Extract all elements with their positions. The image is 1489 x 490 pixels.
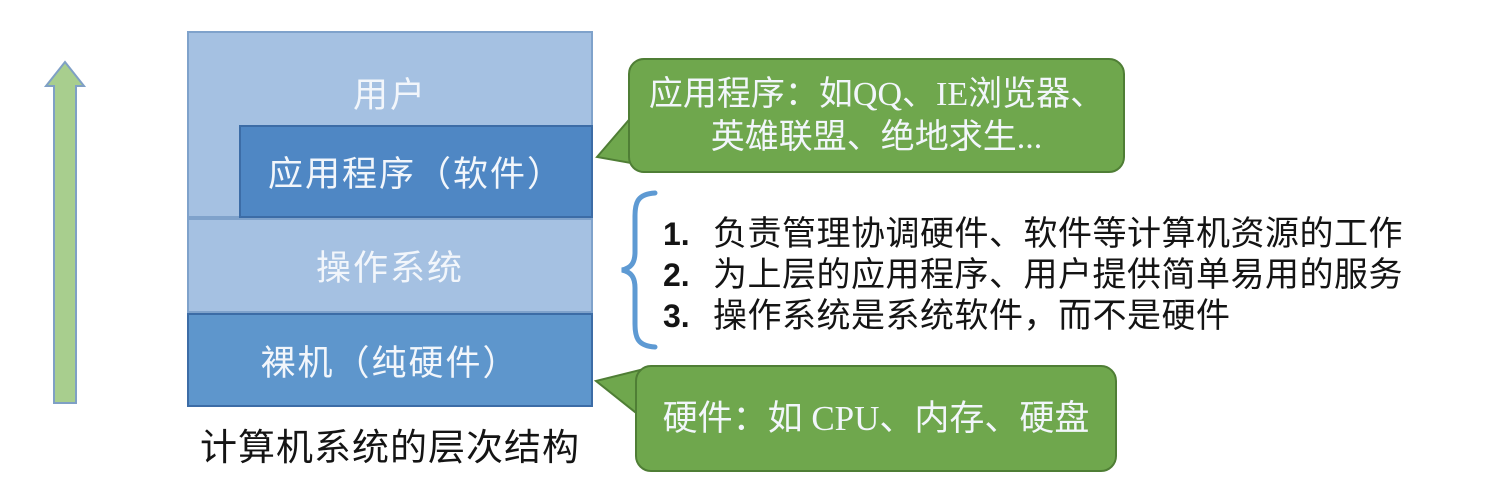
note-text: 为上层的应用程序、用户提供简单易用的服务 [713, 257, 1403, 294]
note-item: 1. 负责管理协调硬件、软件等计算机资源的工作 [663, 206, 1463, 253]
note-number: 1. [663, 216, 690, 252]
callout-hardware-text: 硬件：如 CPU、内存、硬盘 [662, 398, 1090, 438]
note-text: 负责管理协调硬件、软件等计算机资源的工作 [713, 216, 1403, 253]
stack-caption: 计算机系统的层次结构 [200, 428, 580, 469]
brace-icon [621, 190, 658, 350]
os-notes-list: 1. 负责管理协调硬件、软件等计算机资源的工作 2. 为上层的应用程序、用户提供… [663, 206, 1463, 335]
layer-operating-system-label: 操作系统 [315, 249, 464, 288]
note-item: 2. 为上层的应用程序、用户提供简单易用的服务 [663, 247, 1463, 294]
layer-applications: 应用程序（软件） [239, 125, 593, 218]
callout-applications: 应用程序：如QQ、IE浏览器、 英雄联盟、绝地求生... [628, 58, 1125, 173]
callout-applications-line-2: 英雄联盟、绝地求生... [710, 118, 1043, 156]
callout-hardware: 硬件：如 CPU、内存、硬盘 [635, 365, 1117, 472]
note-number: 3. [663, 298, 690, 334]
callout-applications-line-1: 应用程序：如QQ、IE浏览器、 [648, 75, 1105, 113]
layer-operating-system: 操作系统 [187, 218, 593, 313]
layer-user-label-wrap: 用户 [189, 67, 591, 118]
layer-bare-machine: 裸机（纯硬件） [187, 313, 593, 407]
note-item: 3. 操作系统是系统软件，而不是硬件 [663, 288, 1463, 335]
layer-user-label: 用户 [352, 76, 427, 115]
up-arrow-icon [43, 60, 87, 404]
layer-applications-label: 应用程序（软件） [267, 155, 564, 194]
layer-bare-machine-label: 裸机（纯硬件） [260, 343, 520, 383]
note-text: 操作系统是系统软件，而不是硬件 [713, 298, 1231, 335]
note-number: 2. [663, 257, 690, 293]
